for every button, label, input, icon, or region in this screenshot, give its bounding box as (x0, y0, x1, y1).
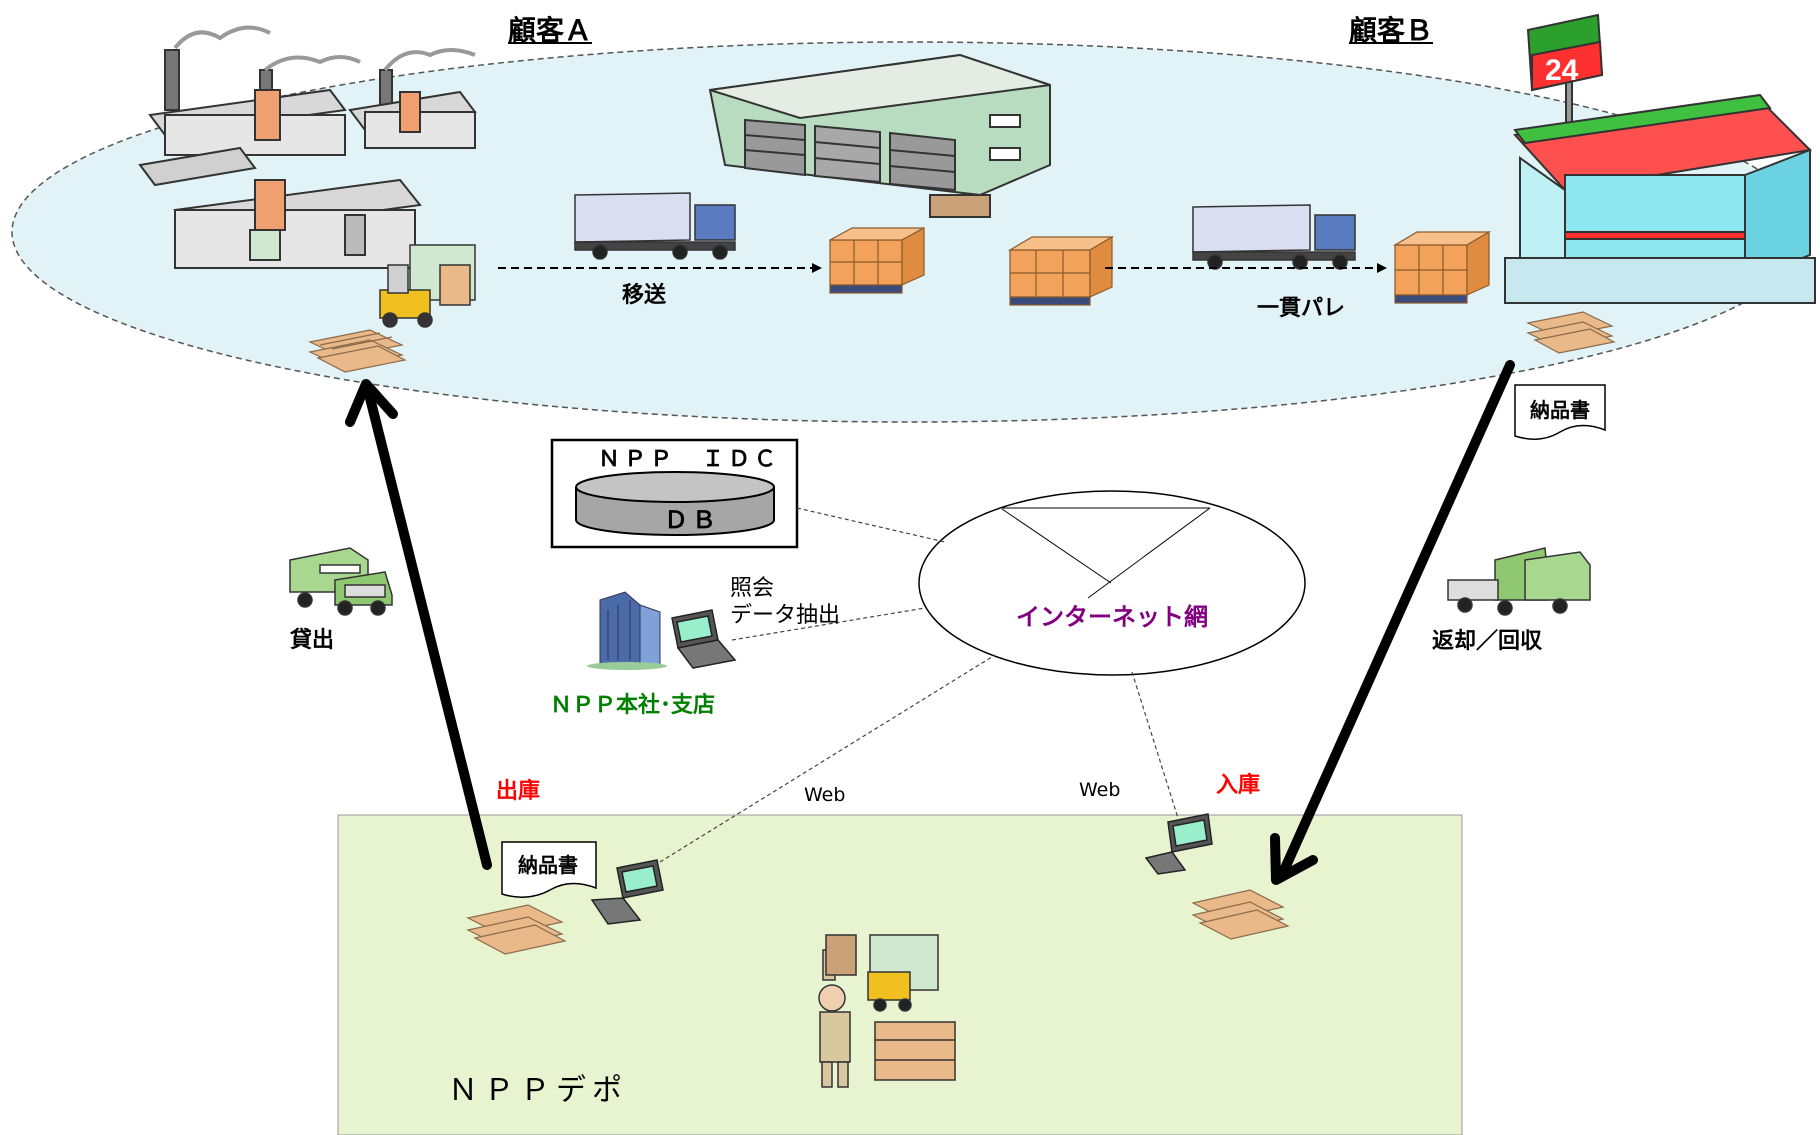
internet-cross-line-3 (1087, 507, 1211, 599)
through-pallet-label: 一貫パレ (1257, 296, 1346, 321)
laptop-hq (671, 609, 737, 669)
outbound-rental-arrow (345, 379, 492, 870)
internet-cross-line-2 (1001, 508, 1112, 584)
convenience-store-illustration: 24 (1504, 13, 1816, 304)
pallet-customer-a (308, 329, 407, 373)
pallet-customer-b (1526, 311, 1616, 354)
internet-ellipse (918, 490, 1306, 676)
delivery-note-depot-shape (501, 841, 597, 898)
outbound-label: 出庫 (496, 779, 541, 804)
pallet-load-1 (829, 226, 925, 294)
depot-worker-illustration (818, 934, 956, 1088)
database-cylinder (575, 471, 775, 536)
hq-label: ＮＰＰ本社･支店 (550, 693, 716, 718)
web-left-label: Web (804, 784, 846, 806)
internet-label: インターネット網 (1016, 603, 1208, 631)
return-collect-label: 返却／回収 (1432, 629, 1543, 654)
delivery-note-depot: 納品書 (518, 853, 578, 877)
transfer-label: 移送 (622, 283, 667, 308)
link-depot-right-internet (1131, 671, 1179, 819)
store-sign-text: 24 (1545, 54, 1579, 87)
pallet-depot-right (1191, 889, 1290, 940)
laptop-depot-right (1144, 813, 1213, 875)
data-extraction-label: データ抽出 (730, 603, 841, 628)
pallet-load-3 (1392, 230, 1492, 304)
delivery-note-customer-b-shape (1514, 384, 1606, 440)
delivery-note-customer-b: 納品書 (1530, 398, 1590, 422)
truck-return (1447, 547, 1591, 616)
factory-illustration (138, 25, 477, 269)
pallet-depot-left (466, 904, 567, 955)
forklift-illustration (379, 244, 476, 328)
return-inbound-arrow (1270, 360, 1515, 885)
link-hq-internet (731, 607, 926, 641)
customer-a-label: 顧客Ａ (508, 14, 593, 47)
link-depot-left-internet (659, 654, 996, 863)
laptop-depot-left (590, 859, 664, 925)
truck-rental (289, 547, 393, 616)
db-label: ＤＢ (664, 506, 720, 534)
rent-label: 貸出 (290, 628, 335, 653)
semi-truck-through-pallet (1192, 204, 1356, 270)
warehouse-illustration (708, 53, 1051, 218)
customer-b-label: 顧客Ｂ (1349, 14, 1434, 47)
query-label: 照会 (730, 576, 775, 601)
idc-title: ＮＰＰ ＩＤＣ (598, 447, 781, 472)
semi-truck-transfer (574, 192, 736, 260)
inbound-label: 入庫 (1216, 773, 1261, 798)
web-right-label: Web (1079, 779, 1121, 801)
link-db-internet (796, 507, 946, 543)
pallet-load-2 (1007, 235, 1115, 306)
hq-building-illustration (587, 591, 667, 670)
depot-label: ＮＰＰデポ (448, 1073, 628, 1108)
